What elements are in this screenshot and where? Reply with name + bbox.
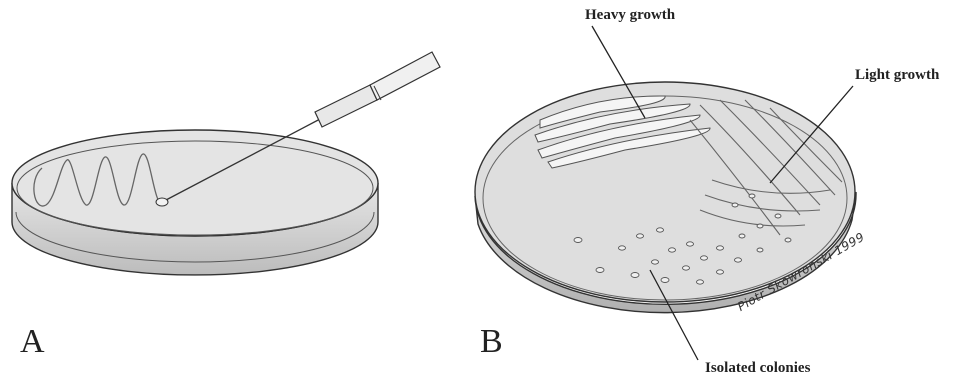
loop-handle: [370, 52, 440, 100]
dish-a-agar: [12, 130, 378, 236]
light-growth-label: Light growth: [855, 68, 939, 83]
panel-label-a: A: [20, 325, 45, 359]
loop-tip: [156, 198, 168, 206]
dish-a: [12, 130, 378, 275]
heavy-growth-label: Heavy growth: [585, 8, 675, 23]
loop-holder: [315, 85, 377, 127]
panel-label-b: B: [480, 325, 503, 359]
isolated-colonies-label: Isolated colonies: [705, 361, 810, 376]
